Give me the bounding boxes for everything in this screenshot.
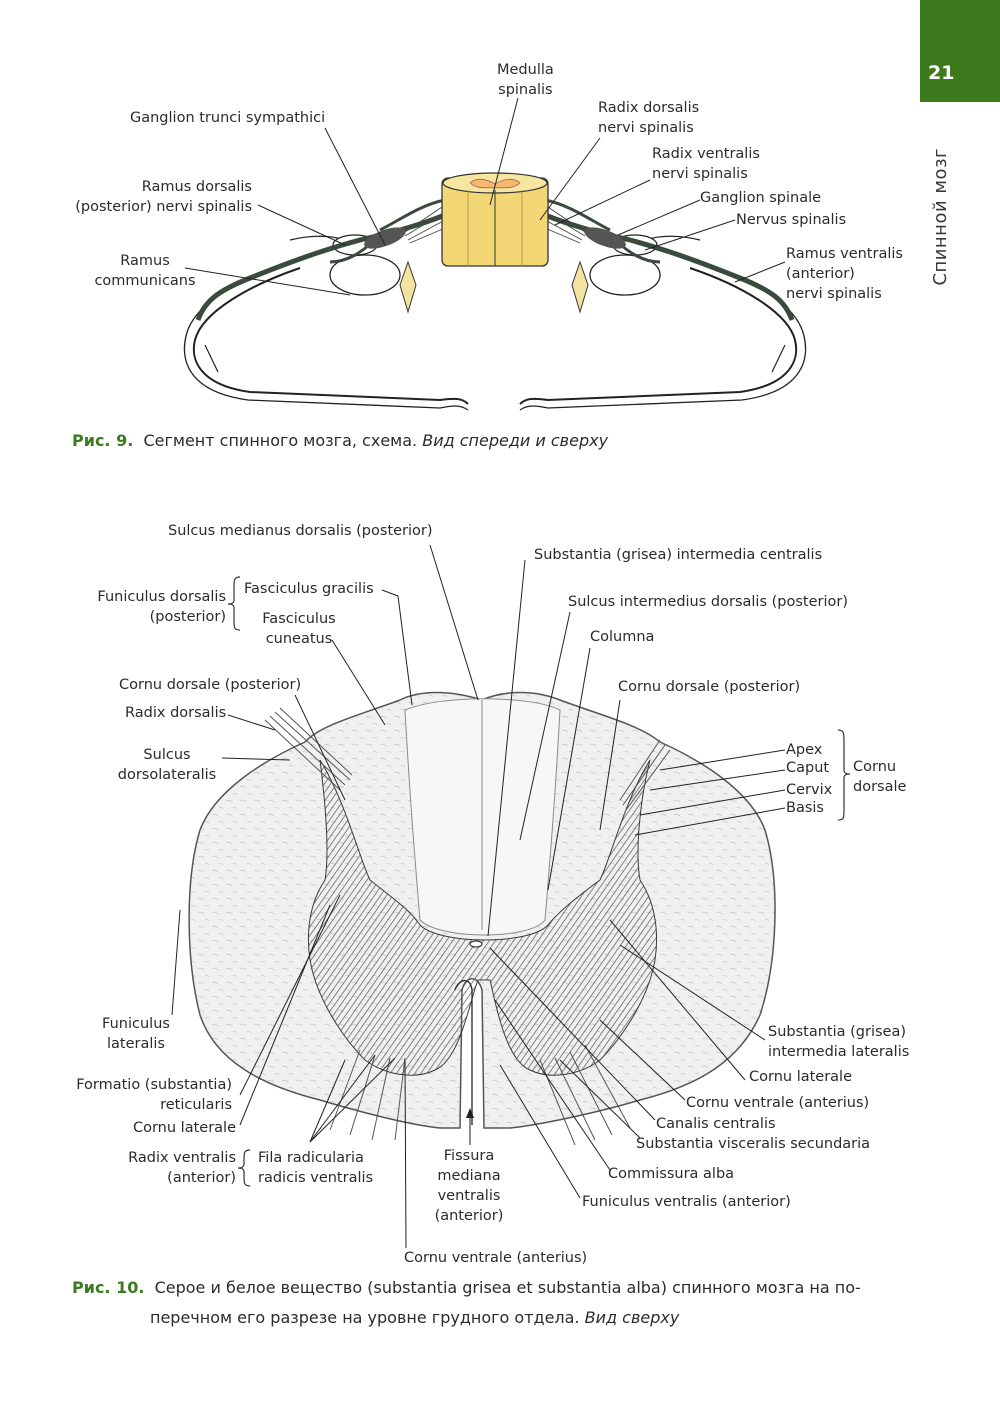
fig10-label-cornu-dorsale-right: Cornu dorsale (posterior) [618,679,801,695]
body-wall-outer-right [519,267,798,405]
canalis-centralis [469,940,483,948]
fig9-label-medulla: Medulla spinalis [497,62,554,98]
vessel-left [399,260,417,314]
fig10-caption-text: Серое и белое вещество (substantia grise… [154,1278,861,1297]
fissura-mediana [454,979,473,1125]
fig10-label-apex: Apex [786,742,823,758]
spinal-nerve-right [544,212,795,321]
fig9-label-ganglion-trunci: Ganglion trunci sympathici [130,110,326,126]
fig10-label-sulcus-intermedius: Sulcus intermedius dorsalis (posterior) [568,594,848,610]
fig10-caption-italic: Вид сверху [584,1308,680,1327]
fig9-caption: Рис. 9. Сегмент спинного мозга, схема. В… [72,426,608,456]
fig10-label-cornu-laterale-left: Cornu laterale [132,1120,236,1136]
fig10-label-formatio-reticularis: Formatio (substantia) reticularis [76,1077,232,1113]
fig10-caption-text2: перечном его разрезе на уровне грудного … [150,1308,580,1327]
fig9-caption-italic: Вид спереди и сверху [422,431,609,450]
fig10-label-fasciculus-cuneatus: Fasciculus cuneatus [262,611,336,647]
fig10-label-caput: Caput [786,760,830,776]
body-wall-outer [192,267,469,405]
fig9-caption-text: Сегмент спинного мозга, схема. [143,431,418,450]
fig10-label-canalis-centralis: Canalis centralis [656,1116,776,1132]
fig10-label-cornu-dorsale-left: Cornu dorsale (posterior) [119,677,302,693]
ganglion-spinale-left [364,227,406,249]
page-number: 21 [928,62,955,84]
fig10-label-commissura-alba: Commissura alba [608,1166,735,1182]
sympathetic-chain-left [329,254,401,296]
fig9-label-radix-dorsalis: Radix dorsalis nervi spinalis [598,100,700,136]
fig10-label-substantia-visceralis: Substantia visceralis secundaria [636,1136,871,1152]
fig10-label-columna: Columna [590,629,655,645]
fig9-label-ramus-communicans: Ramus communicans [94,253,196,289]
fig10-label-intermedia-lateralis: Substantia (grisea) intermedia lateralis [768,1024,910,1060]
figure9-illustration [183,97,807,411]
fig10-label-fissura-mediana: Fissura mediana ventralis (anterior) [434,1148,504,1224]
fig10-label-radix-ventralis: Radix ventralis (anterior) [128,1150,236,1186]
vessel-right [571,260,589,314]
fig10-label-intermedia-centralis: Substantia (grisea) intermedia centralis [534,547,823,563]
fig10-label-cornu-dorsale-group: Cornu dorsale [853,759,907,795]
fig10-caption-line2: перечном его разрезе на уровне грудного … [150,1303,679,1333]
fig10-label-cervix: Cervix [786,782,833,798]
chapter-tab [920,0,1000,102]
fig9-label-ramus-dorsalis: Ramus dorsalis (posterior) nervi spinali… [75,179,252,215]
fig10-label-cornu-ventrale-right: Cornu ventrale (anterius) [686,1095,870,1111]
fig9-label-radix-ventralis: Radix ventralis nervi spinalis [652,146,760,182]
spinal-nerve-left [195,212,446,321]
fig10-label-sulcus-dorsolateralis: Sulcus dorsolateralis [117,747,217,783]
fig10-label-fila-radicularia: Fila radicularia radicis ventralis [258,1150,374,1186]
fig10-label-fasciculus-gracilis: Fasciculus gracilis [244,581,374,597]
fig10-label-funiculus-dorsalis: Funiculus dorsalis (posterior) [97,589,226,625]
grey-matter-butterfly [469,178,521,189]
fig9-label-nervus-spinalis: Nervus spinalis [736,212,847,228]
sympathetic-chain-right [589,254,661,296]
ganglion-spinale-right [584,227,626,249]
fig10-label-sulcus-medianus: Sulcus medianus dorsalis (posterior) [168,523,433,539]
fig10-caption-number: Рис. 10. [72,1278,145,1297]
fig10-label-cornu-ventrale-bottom: Cornu ventrale (anterius) [404,1250,588,1266]
fig10-label-funiculus-ventralis: Funiculus ventralis (anterior) [582,1194,791,1210]
fig10-caption: Рис. 10. Серое и белое вещество (substan… [72,1273,932,1303]
fig10-label-radix-dorsalis: Radix dorsalis [125,705,227,721]
fig10-label-funiculus-lateralis: Funiculus lateralis [102,1016,170,1052]
fig9-caption-number: Рис. 9. [72,431,134,450]
fig9-label-ganglion-spinale: Ganglion spinale [700,190,822,206]
grey-matter [308,759,657,1076]
fig10-label-basis: Basis [786,800,824,816]
fig10-label-cornu-laterale-right: Cornu laterale [749,1069,853,1085]
fig9-label-ramus-ventralis: Ramus ventralis (anterior) nervi spinali… [786,246,903,302]
